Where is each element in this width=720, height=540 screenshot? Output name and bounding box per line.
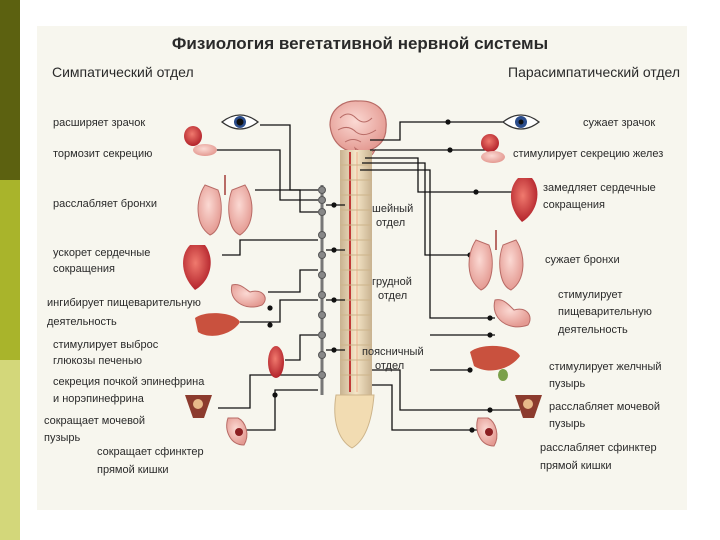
effect-dilates-pupil: расширяет зрачок [53, 117, 145, 129]
effect-glucose-release: стимулирует выброс глюкозы печенью [53, 339, 161, 367]
effect-constricts-bronchi: сужает бронхи [545, 254, 620, 266]
heart-icon [511, 178, 538, 222]
effect-epinephrine-secretion: секреция почкой эпинефрина и норэпинефри… [53, 376, 207, 405]
lungs-icon [198, 175, 252, 235]
effect-inhibits-digestion: ингибирует пищеварительную деятельность [47, 297, 204, 328]
effect-contracts-sphincter: сокращает сфинктер прямой кишки [97, 446, 207, 476]
effect-slows-heart: замедляет сердечные сокращения [543, 182, 659, 211]
effect-contracts-bladder: сокращает мочевой пузырь [44, 415, 148, 444]
eye-icon [222, 115, 258, 129]
page-title: Физиология вегетативной нервной системы [172, 34, 548, 53]
effect-inhibits-secretion: тормозит секрецию [53, 148, 152, 160]
lungs-icon [469, 230, 523, 290]
cervical-label: шейный отдел [372, 203, 416, 229]
organs-sympathetic [183, 115, 284, 445]
effect-relaxes-sphincter: расслабляет сфинктер прямой кишки [540, 442, 660, 472]
sympathetic-ganglion-chain [319, 185, 326, 395]
effect-stimulates-gallbladder: стимулирует желчный пузырь [549, 361, 665, 390]
organs-parasympathetic [469, 115, 542, 446]
liver-icon [470, 346, 520, 381]
stomach-icon [231, 285, 265, 308]
sympathetic-nerve-lines [215, 125, 345, 430]
effect-stimulates-digestion: стимулирует пищеварительную деятельность [558, 289, 655, 336]
liver-icon [195, 313, 240, 336]
effect-constricts-pupil: сужает зрачок [583, 117, 655, 129]
eye-icon [503, 115, 539, 129]
effect-relaxes-bladder: расслабляет мочевой пузырь [549, 401, 663, 430]
effect-accelerates-heart: ускорет сердечные сокращения [53, 247, 153, 275]
stomach-icon [494, 300, 530, 327]
sympathetic-header: Симпатический отдел [52, 64, 194, 80]
effect-relaxes-bronchi: расслабляет бронхи [53, 198, 157, 210]
rectum-icon [477, 418, 497, 446]
salivary-gland-icon [184, 126, 217, 156]
spinal-column [335, 150, 374, 448]
effect-stimulates-glands: стимулирует секрецию желез [513, 148, 663, 160]
parasympathetic-effect-labels: сужает зрачок стимулирует секрецию желез… [513, 117, 665, 472]
rectum-icon [227, 418, 247, 445]
salivary-gland-icon [481, 134, 505, 163]
sympathetic-effect-labels: расширяет зрачок тормозит секрецию рассл… [44, 117, 207, 476]
bladder-icon [185, 395, 212, 418]
bladder-icon [515, 395, 542, 418]
parasympathetic-header: Парасимпатический отдел [508, 64, 680, 80]
thoracic-label: грудной отдел [372, 276, 415, 302]
heart-icon [183, 245, 211, 290]
kidney-icon [268, 346, 284, 378]
